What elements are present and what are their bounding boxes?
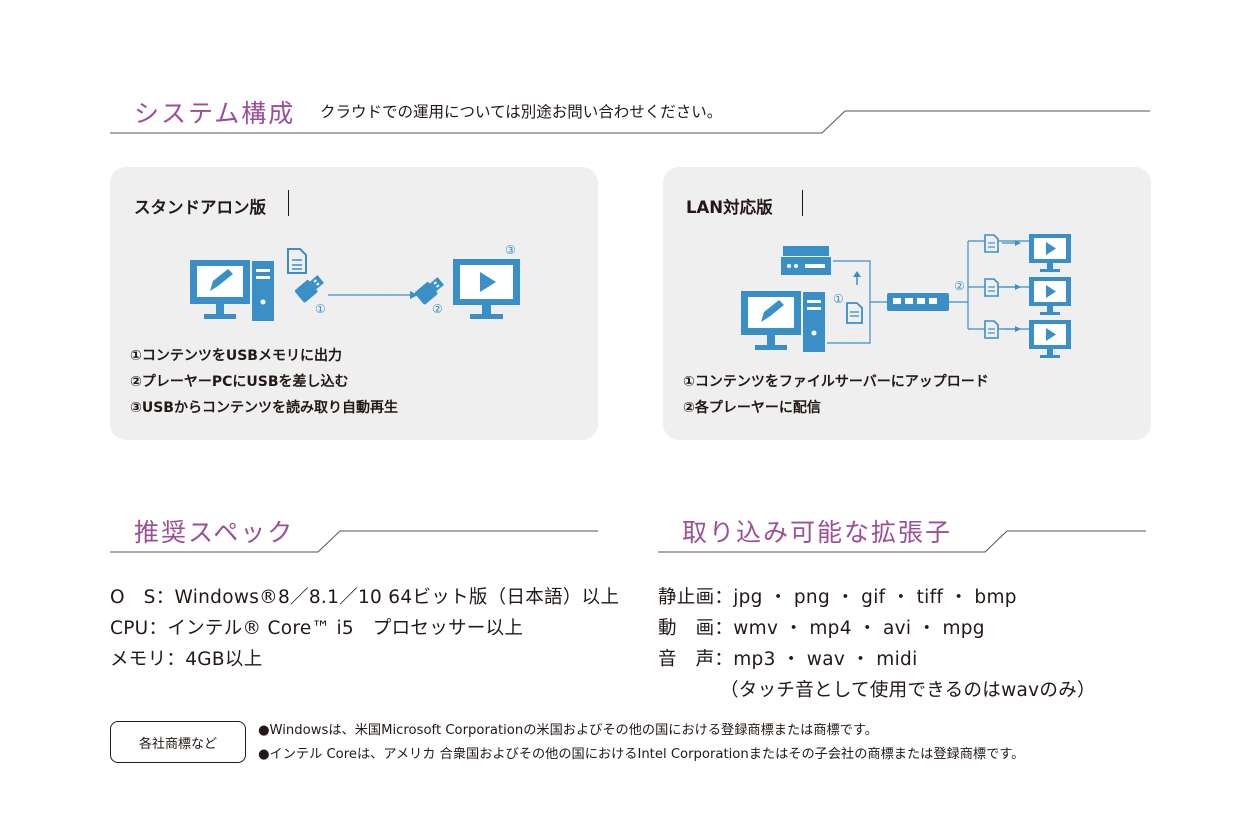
extensions-section-title: 取り込み可能な拡張子 bbox=[682, 518, 953, 547]
marker-2: ② bbox=[432, 302, 443, 316]
step-item: ①コンテンツをUSBメモリに出力 bbox=[130, 348, 342, 364]
monitor-play-icon bbox=[453, 259, 520, 319]
lan-diagram: ① ② bbox=[741, 234, 1071, 358]
standalone-diagram: ① ② ③ bbox=[190, 243, 520, 321]
marker-1: ① bbox=[833, 292, 844, 306]
step-item: ①コンテンツをファイルサーバーにアップロード bbox=[683, 374, 989, 390]
trademark-notes: ●Windowsは、米国Microsoft Corporationの米国およびそ… bbox=[258, 719, 1024, 767]
marker-2: ② bbox=[954, 279, 965, 293]
file-icon bbox=[984, 320, 999, 339]
standalone-steps: ①コンテンツをUSBメモリに出力 ②プレーヤーPCにUSBを差し込む ③USBか… bbox=[130, 343, 398, 421]
lan-card-title: LAN対応版 bbox=[686, 198, 773, 217]
monitor-play-icon bbox=[1029, 320, 1071, 358]
step-item: ②各プレーヤーに配信 bbox=[683, 400, 821, 416]
step-item: ②プレーヤーPCにUSBを差し込む bbox=[130, 374, 349, 390]
system-section-note: クラウドでの運用については別途お問い合わせください。 bbox=[320, 103, 723, 121]
lan-steps: ①コンテンツをファイルサーバーにアップロード ②各プレーヤーに配信 bbox=[683, 369, 989, 421]
system-section-rule bbox=[110, 110, 1150, 134]
title-divider bbox=[802, 190, 803, 216]
ext-row-image: 静止画：jpg ・ png ・ gif ・ tiff ・ bmp bbox=[658, 587, 1017, 608]
file-icon bbox=[984, 234, 999, 253]
trademark-badge: 各社商標など bbox=[110, 721, 246, 763]
step-item: ③USBからコンテンツを読み取り自動再生 bbox=[130, 400, 398, 416]
ext-audio-note: （タッチ音として使用できるのはwavのみ） bbox=[720, 680, 1096, 701]
spec-row-os: O S：Windows®8／8.1／10 64ビット版（日本語）以上 bbox=[110, 587, 620, 608]
file-icon bbox=[287, 248, 307, 274]
monitor-play-icon bbox=[1029, 234, 1071, 272]
network-hub-icon bbox=[887, 293, 949, 311]
system-section-title: システム構成 bbox=[134, 99, 296, 128]
specs-section-rule bbox=[110, 530, 598, 553]
trademark-note: ●インテル Coreは、アメリカ 合衆国およびその他の国におけるIntel Co… bbox=[258, 747, 1025, 762]
pc-edit-icon bbox=[741, 291, 825, 352]
file-icon bbox=[984, 278, 999, 297]
pc-edit-icon bbox=[190, 260, 274, 321]
usb-stick-icon bbox=[414, 277, 444, 305]
spec-row-memory: メモリ：4GB以上 bbox=[110, 649, 263, 670]
extensions-list: 静止画：jpg ・ png ・ gif ・ tiff ・ bmp 動 画：wmv… bbox=[658, 582, 1096, 706]
standalone-card-title: スタンドアロン版 bbox=[134, 198, 266, 217]
usb-stick-icon bbox=[294, 275, 324, 303]
server-icon bbox=[781, 246, 831, 275]
specs-list: O S：Windows®8／8.1／10 64ビット版（日本語）以上 CPU：イ… bbox=[110, 582, 619, 675]
spec-row-cpu: CPU：インテル® Core™ i5 プロセッサー以上 bbox=[110, 618, 524, 639]
marker-3: ③ bbox=[505, 243, 516, 257]
ext-row-audio: 音 声：mp3 ・ wav ・ midi bbox=[658, 649, 918, 670]
specs-section-title: 推奨スペック bbox=[134, 518, 295, 547]
title-divider bbox=[288, 190, 289, 216]
extensions-section-rule bbox=[658, 530, 1146, 553]
marker-1: ① bbox=[315, 302, 326, 316]
ext-row-video: 動 画：wmv ・ mp4 ・ avi ・ mpg bbox=[658, 618, 985, 639]
file-icon bbox=[846, 302, 863, 324]
trademark-note: ●Windowsは、米国Microsoft Corporationの米国およびそ… bbox=[258, 723, 878, 738]
monitor-play-icon bbox=[1029, 277, 1071, 315]
